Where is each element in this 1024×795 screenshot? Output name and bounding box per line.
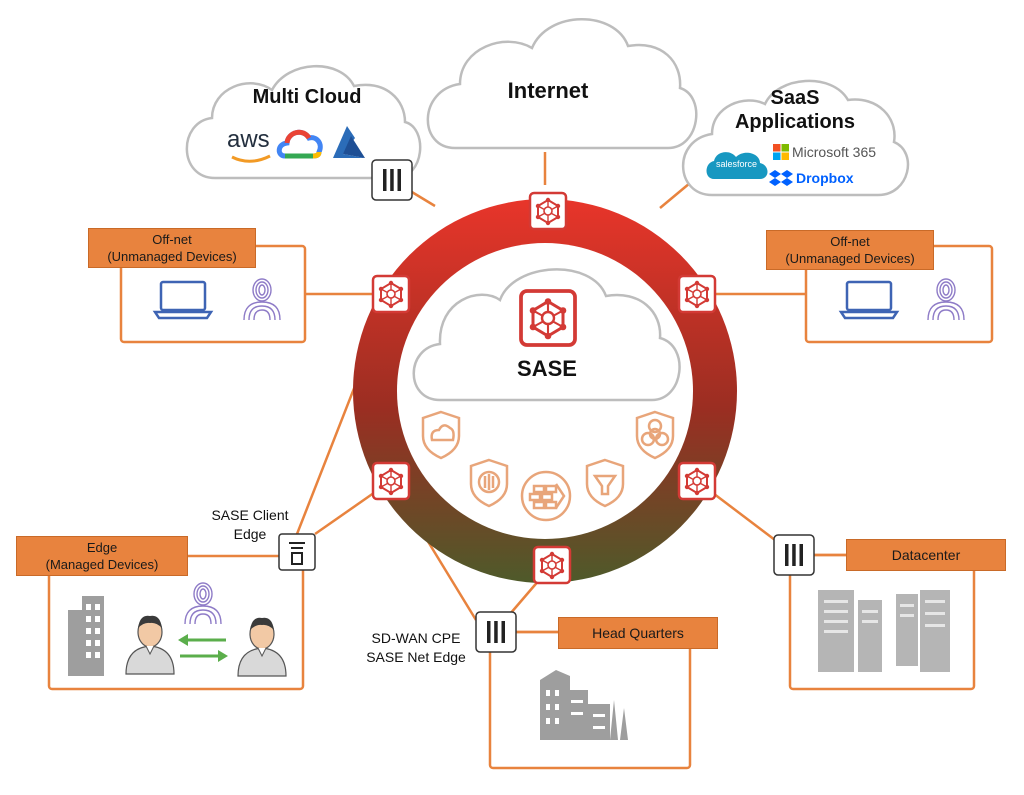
- internet-title: Internet: [507, 78, 589, 103]
- biohazard-icon: [635, 410, 675, 460]
- offnet-right-line2: (Unmanaged Devices): [785, 251, 915, 266]
- building-icon: [68, 596, 104, 676]
- fingerprint-icon: [184, 582, 222, 625]
- internet-cloud: [426, 18, 698, 150]
- saas-title-line1: SaaS: [770, 87, 820, 109]
- firewall-icon: [520, 470, 572, 522]
- offnet-left-label: Off-net (Unmanaged Devices): [88, 228, 256, 268]
- person-icon: [125, 615, 175, 675]
- client-edge-device-icon: [278, 533, 316, 571]
- salesforce-logo-text: salesforce: [716, 159, 758, 169]
- node-icon: [528, 191, 568, 231]
- node-icon: [532, 545, 572, 585]
- device-appliance-icon: [371, 159, 413, 201]
- sase-client-edge-line2: Edge: [233, 526, 267, 542]
- dropbox-logo-text: Dropbox: [796, 170, 854, 186]
- sase-client-edge-caption: SASE Client Edge: [200, 506, 300, 544]
- node-icon: [677, 274, 717, 314]
- node-icon: [677, 461, 717, 501]
- laptop-icon: [153, 280, 213, 320]
- edge-label: Edge (Managed Devices): [16, 536, 188, 576]
- offnet-right-label: Off-net (Unmanaged Devices): [766, 230, 934, 270]
- datacenter-label: Datacenter: [846, 539, 1006, 571]
- security-services: [421, 410, 675, 522]
- sdwan-line1: SD-WAN CPE: [371, 630, 461, 646]
- aws-logo-icon: [231, 154, 271, 163]
- node-icon: [371, 274, 411, 314]
- azure-logo-icon: [333, 126, 365, 158]
- exchange-arrows-icon: [178, 634, 228, 662]
- filter-icon: [585, 458, 625, 508]
- offnet-left-line1: Off-net: [152, 232, 192, 247]
- google-cloud-logo-icon: [276, 129, 323, 159]
- headquarters-label: Head Quarters: [558, 617, 718, 649]
- node-icon: [371, 461, 411, 501]
- microsoft-logo-icon: [773, 144, 789, 160]
- saas-title-line2: Applications: [734, 111, 855, 133]
- fingerprint-icon: [927, 278, 965, 321]
- laptop-icon: [839, 280, 899, 320]
- person-icon: [237, 617, 287, 677]
- edge-line1: Edge: [86, 540, 118, 555]
- cloud-alert-icon: [421, 410, 461, 460]
- sase-title: SASE: [517, 356, 577, 381]
- offnet-right-line1: Off-net: [830, 234, 870, 249]
- fingerprint-icon: [243, 278, 281, 321]
- dropbox-logo-icon: [769, 170, 793, 186]
- salesforce-logo-icon: [706, 152, 768, 179]
- microsoft-logo-text: Microsoft 365: [792, 144, 877, 160]
- sdwan-line2: SASE Net Edge: [366, 649, 466, 665]
- headquarters-box: [488, 630, 692, 770]
- multi-cloud-title: Multi Cloud: [252, 86, 362, 108]
- server-rack-icon: [818, 590, 950, 672]
- offnet-left-line2: (Unmanaged Devices): [107, 249, 237, 264]
- security-shield-icon: [469, 458, 509, 508]
- saas-title: SaaS Applications: [720, 86, 870, 134]
- device-appliance-icon: [773, 534, 815, 576]
- sdwan-caption: SD-WAN CPE SASE Net Edge: [356, 629, 476, 667]
- device-appliance-icon: [475, 611, 517, 653]
- aws-logo-text: aws: [227, 126, 270, 153]
- edge-line2: (Managed Devices): [45, 557, 159, 572]
- sase-client-edge-line1: SASE Client: [211, 507, 289, 523]
- headquarters-building-icon: [540, 670, 628, 740]
- multi-cloud: [185, 64, 422, 180]
- sase-core-node-icon: [519, 289, 577, 347]
